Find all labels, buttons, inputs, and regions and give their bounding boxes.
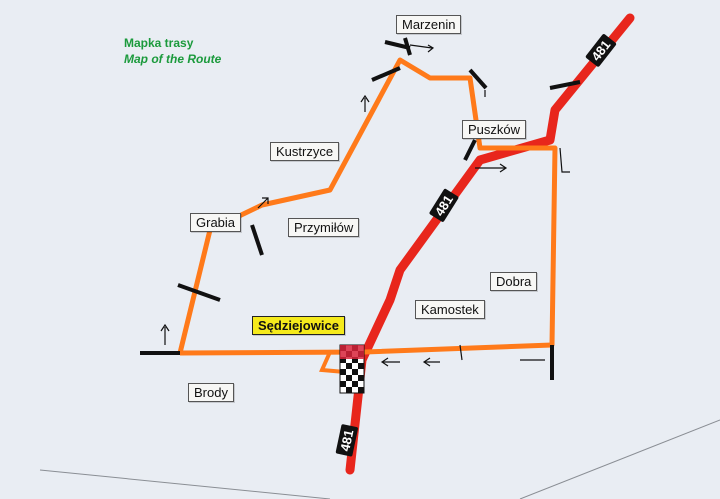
place-puszkow: Puszków <box>462 120 527 139</box>
arrow-icon <box>427 44 435 53</box>
place-kamostek: Kamostek <box>415 300 485 319</box>
paper-edge-line <box>519 419 720 499</box>
arrow-icon <box>360 94 370 112</box>
arrow-icon <box>380 357 400 367</box>
arrow-icon <box>422 357 440 367</box>
arrow-icon <box>257 197 269 209</box>
junction-bar <box>371 66 401 82</box>
place-dobra: Dobra <box>490 272 538 291</box>
route-spur <box>319 351 346 374</box>
route-line <box>177 57 558 356</box>
road-481-line <box>345 13 635 475</box>
junction-bar <box>250 224 264 256</box>
junction-bar <box>468 68 488 90</box>
junction-bar <box>463 139 477 161</box>
place-kustrzyce: Kustrzyce <box>270 142 340 161</box>
place-sedziejowice: Sędziejowice <box>252 316 345 335</box>
junction-bar <box>403 37 412 56</box>
map-title-en: Map of the Route <box>124 52 222 66</box>
finish-flag-icon <box>339 344 365 394</box>
place-brody: Brody <box>188 383 234 402</box>
place-grabia: Grabia <box>190 213 242 232</box>
place-przymilow: Przymiłów <box>288 218 360 237</box>
arrow-icon <box>459 344 463 361</box>
paper-edge-line <box>39 469 331 499</box>
map-title-pl: Mapka trasy <box>124 36 194 50</box>
place-marzenin: Marzenin <box>396 15 462 34</box>
junction-bar <box>549 80 581 90</box>
direction-arrows <box>160 44 570 367</box>
arrow-icon <box>475 163 508 173</box>
arrow-icon <box>409 44 433 49</box>
arrow-icon <box>559 147 570 173</box>
junction-bar <box>177 283 221 302</box>
arrow-icon <box>160 323 170 345</box>
junction-markers <box>140 37 581 380</box>
